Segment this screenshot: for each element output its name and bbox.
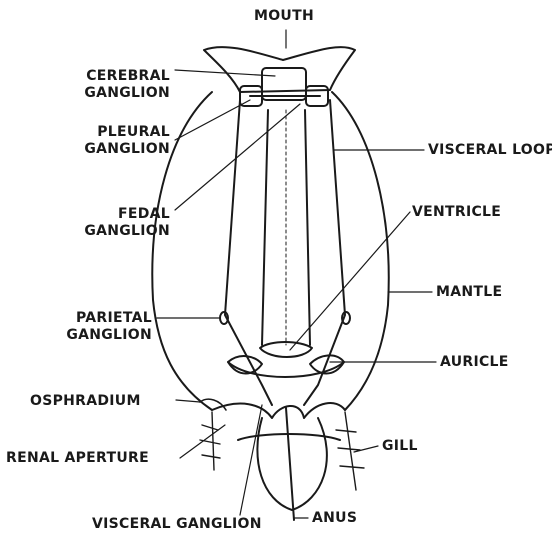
leader-renal	[180, 425, 225, 458]
label-parietal-ganglion: PARIETAL GANGLION	[48, 310, 152, 344]
label-mantle: MANTLE	[436, 284, 502, 301]
gut-tube-right	[305, 110, 310, 345]
label-renal-aperture: RENAL APERTURE	[6, 450, 149, 467]
label-mouth: MOUTH	[254, 8, 314, 25]
leader-pedal	[175, 104, 300, 210]
label-pedal-ganglion: FEDAL GANGLION	[74, 206, 170, 240]
mantle-cavity	[212, 403, 345, 418]
label-pleural-ganglion: PLEURAL GANGLION	[74, 124, 170, 158]
label-visceral-loop: VISCERAL LOOP	[428, 142, 552, 159]
label-anus: ANUS	[312, 510, 357, 527]
leader-gill	[354, 446, 378, 452]
anus-duct	[286, 408, 294, 520]
label-visceral-ganglion: VISCERAL GANGLION	[92, 516, 262, 533]
label-auricle: AURICLE	[440, 354, 509, 371]
label-cerebral-ganglion: CEREBRAL GANGLION	[74, 68, 170, 102]
gut-tube-left	[262, 110, 268, 345]
leader-osphradium	[176, 400, 200, 402]
label-osphradium: OSPHRADIUM	[30, 393, 141, 410]
head-lobe	[204, 47, 355, 92]
connective-right	[304, 100, 345, 405]
label-gill: GILL	[382, 438, 418, 455]
label-ventricle: VENTRICLE	[412, 204, 501, 221]
